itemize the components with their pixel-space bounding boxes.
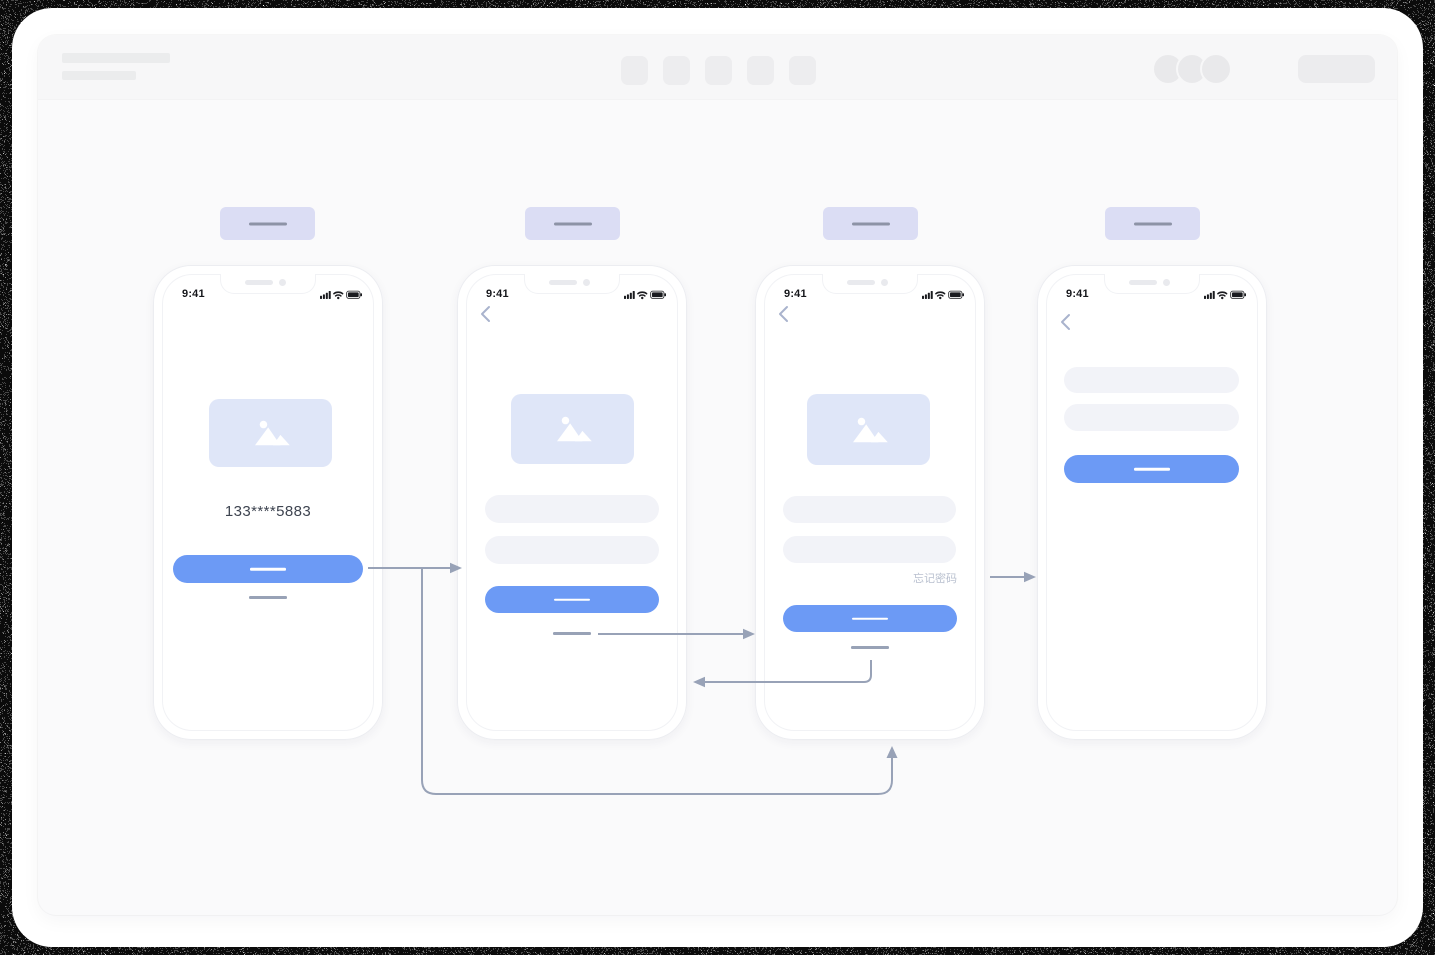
speaker-slot xyxy=(245,280,273,285)
image-icon xyxy=(556,416,592,442)
speaker-slot xyxy=(549,280,577,285)
phone-mockup-4[interactable]: 9:41 xyxy=(1037,265,1267,740)
battery-icon xyxy=(1230,290,1246,299)
toolbar-tool-button-2[interactable] xyxy=(663,56,690,85)
toolbar-tool-button-3[interactable] xyxy=(705,56,732,85)
wifi-icon xyxy=(637,291,648,297)
wifi-icon xyxy=(333,291,344,297)
chevron-left-icon xyxy=(1061,314,1070,330)
chevron-left-icon xyxy=(481,306,490,322)
status-time: 9:41 xyxy=(486,288,509,300)
wifi-icon xyxy=(1217,291,1228,297)
label-text-placeholder xyxy=(1133,222,1172,225)
primary-button[interactable] xyxy=(1064,455,1239,483)
signal-icon xyxy=(624,290,635,300)
phone-screen: 9:41 xyxy=(1046,274,1258,731)
camera-dot xyxy=(881,279,888,286)
text-link-placeholder[interactable] xyxy=(553,632,591,635)
phone-mockup-2[interactable]: 9:41 xyxy=(457,265,687,740)
share-button[interactable] xyxy=(1298,55,1375,83)
app-window: 9:41 xyxy=(38,35,1397,915)
notch xyxy=(220,274,316,294)
button-label-placeholder xyxy=(554,598,590,601)
label-text-placeholder xyxy=(553,222,592,225)
signal-icon xyxy=(320,290,331,300)
signal-icon xyxy=(1204,290,1215,300)
text-link-placeholder[interactable] xyxy=(249,596,287,599)
screen-label-chip-3[interactable] xyxy=(823,207,918,240)
status-icons xyxy=(320,290,362,300)
notch xyxy=(822,274,918,294)
phone-mockup-1[interactable]: 9:41 xyxy=(153,265,383,740)
toolbar-tool-button-4[interactable] xyxy=(747,56,774,85)
wifi-icon xyxy=(935,291,946,297)
input-placeholder-1[interactable] xyxy=(783,496,956,523)
wifi-dot xyxy=(337,296,340,300)
status-time: 9:41 xyxy=(182,288,205,300)
arrowhead-right xyxy=(1024,571,1036,583)
back-button[interactable] xyxy=(1057,313,1073,333)
label-text-placeholder xyxy=(851,222,890,225)
wifi-dot xyxy=(1221,296,1224,300)
input-placeholder-1[interactable] xyxy=(1064,367,1239,393)
status-time: 9:41 xyxy=(784,288,807,300)
battery-icon xyxy=(650,290,666,299)
input-placeholder-1[interactable] xyxy=(485,495,659,523)
button-label-placeholder xyxy=(1133,467,1170,471)
status-icons xyxy=(624,290,666,300)
signal-icon xyxy=(922,290,933,300)
wifi-dot xyxy=(939,296,942,300)
speaker-slot xyxy=(847,280,875,285)
image-icon xyxy=(254,420,290,446)
screen-label-chip-1[interactable] xyxy=(220,207,315,240)
back-button[interactable] xyxy=(775,305,791,325)
collaborator-avatar-3[interactable] xyxy=(1200,53,1232,85)
battery-icon xyxy=(948,290,964,299)
speaker-slot xyxy=(1129,280,1157,285)
status-time: 9:41 xyxy=(1066,288,1089,300)
toolbar-tool-button-5[interactable] xyxy=(789,56,816,85)
primary-button[interactable] xyxy=(173,555,363,583)
button-label-placeholder xyxy=(250,567,286,571)
arrowhead-up xyxy=(886,746,898,758)
screen-label-chip-2[interactable] xyxy=(525,207,620,240)
button-label-placeholder xyxy=(852,617,888,620)
screen-label-chip-4[interactable] xyxy=(1105,207,1200,240)
label-text-placeholder xyxy=(248,222,287,225)
primary-button[interactable] xyxy=(783,605,957,632)
status-icons xyxy=(922,290,964,300)
arrowhead-left xyxy=(693,676,705,688)
toolbar-tool-button-1[interactable] xyxy=(621,56,648,85)
wifi-dot xyxy=(641,296,644,300)
image-placeholder xyxy=(209,399,332,467)
notch xyxy=(1104,274,1200,294)
camera-dot xyxy=(583,279,590,286)
forgot-password-link[interactable]: 忘记密码 xyxy=(913,570,957,586)
image-placeholder xyxy=(511,394,634,464)
battery-icon xyxy=(346,290,362,299)
status-icons xyxy=(1204,290,1246,300)
back-button[interactable] xyxy=(477,305,493,325)
arrowhead-right xyxy=(743,628,755,640)
text-link-placeholder[interactable] xyxy=(851,646,889,649)
masked-phone-number: 133****5883 xyxy=(224,503,312,520)
phone-screen: 9:41 xyxy=(162,274,374,731)
primary-button[interactable] xyxy=(485,586,659,613)
camera-dot xyxy=(279,279,286,286)
image-icon xyxy=(852,417,888,442)
input-placeholder-2[interactable] xyxy=(485,536,659,564)
phone-mockup-3[interactable]: 9:41 xyxy=(755,265,985,740)
notch xyxy=(524,274,620,294)
input-placeholder-2[interactable] xyxy=(783,536,956,563)
app-toolbar xyxy=(38,35,1397,100)
chevron-left-icon xyxy=(779,306,788,322)
input-placeholder-2[interactable] xyxy=(1064,404,1239,431)
logo-bar-wide xyxy=(62,53,170,63)
logo-bar-narrow xyxy=(62,71,136,80)
image-placeholder xyxy=(807,394,930,465)
camera-dot xyxy=(1163,279,1170,286)
